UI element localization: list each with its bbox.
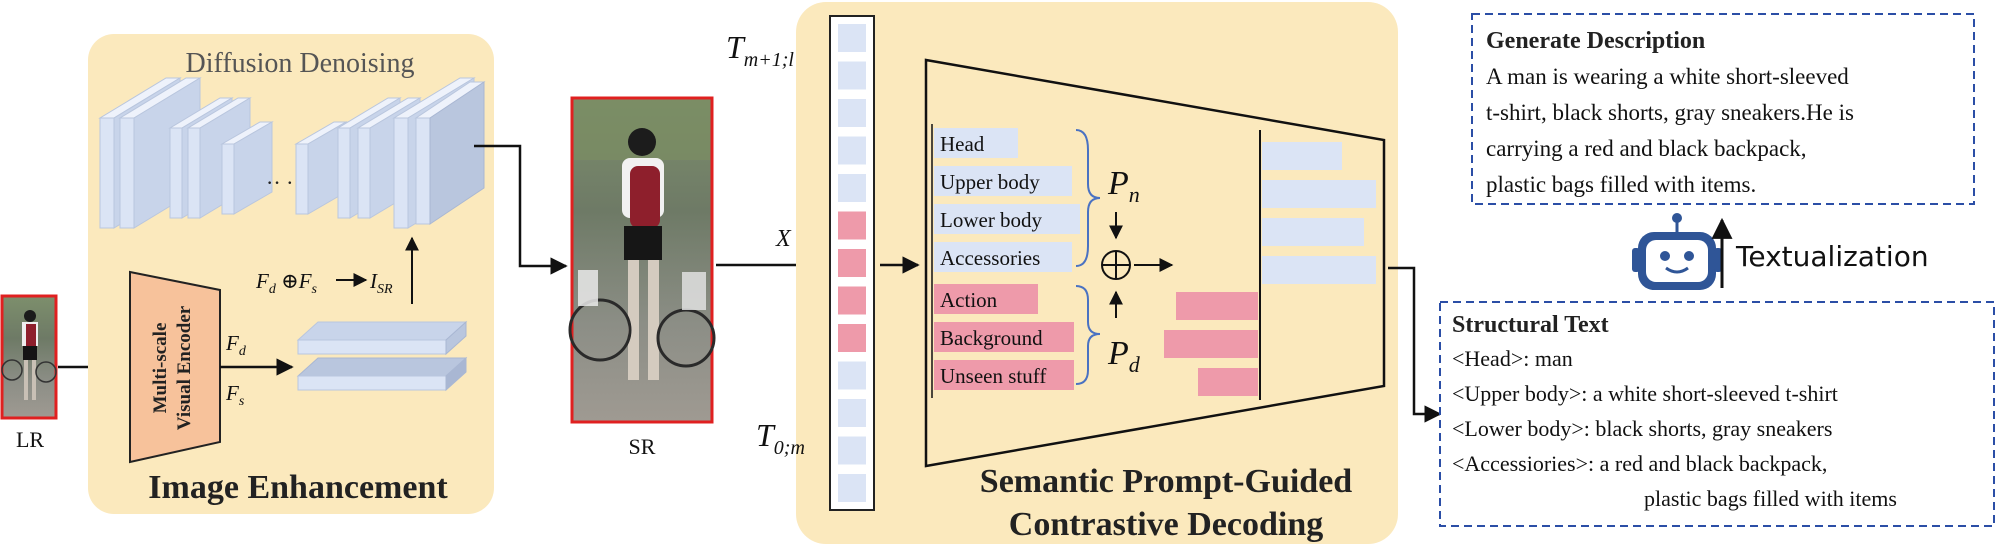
decoder-trapezoid xyxy=(924,58,1386,468)
prompt-item: Head xyxy=(940,132,985,156)
fd-label: Fd xyxy=(225,331,247,359)
decoding-title-line2: Contrastive Decoding xyxy=(1009,506,1323,543)
sr-label: SR xyxy=(629,434,656,459)
t-bottom-label: T0;m xyxy=(756,417,805,459)
token-cell xyxy=(838,249,866,277)
diffusion-denoising-title: Diffusion Denoising xyxy=(186,48,415,79)
token-cell xyxy=(838,211,866,240)
prompt-item-bg xyxy=(934,284,1038,314)
token-cell xyxy=(838,361,866,390)
ellipsis-dots: ·· · xyxy=(266,170,293,195)
fs-label: Fs xyxy=(225,381,245,409)
token-cell xyxy=(838,24,866,52)
sr-image xyxy=(568,96,716,424)
prompt-item: Upper body xyxy=(940,170,1040,194)
structural-line: plastic bags filled with items xyxy=(1644,486,1897,511)
arrow-to-structural-text xyxy=(1388,266,1442,423)
token-cell xyxy=(838,324,866,352)
prompt-item: Action xyxy=(940,288,998,312)
token-cells xyxy=(838,24,866,502)
description-line: t-shirt, black shorts, gray sneakers.He … xyxy=(1486,100,1854,125)
structural-line: <Accessiories>: a red and black backpack… xyxy=(1452,451,1827,476)
token-cell xyxy=(838,474,866,502)
description-lines: A man is wearing a white short-sleeved t-… xyxy=(1486,64,1854,197)
prompt-item-bg xyxy=(934,360,1074,390)
prompt-item: Accessories xyxy=(940,246,1040,270)
encoder-label-line2: Visual Encoder xyxy=(174,305,195,430)
multiscale-visual-encoder xyxy=(129,270,221,464)
t-top-label: Tm+1;l xyxy=(726,29,794,71)
image-enhancement-title: Image Enhancement xyxy=(148,469,448,506)
token-cell xyxy=(838,436,866,465)
structural-text-box xyxy=(1439,301,1995,527)
pn-label: Pn xyxy=(1107,165,1140,207)
token-cell xyxy=(838,174,866,202)
token-cell xyxy=(838,399,866,427)
arrow-diffusion-to-sr xyxy=(474,144,568,275)
prompt-item-bg xyxy=(934,322,1074,352)
pd-label: Pd xyxy=(1107,335,1141,377)
textualization-label: Textualization xyxy=(1735,240,1929,273)
encoder-label-line1: Multi-scale xyxy=(150,323,171,414)
token-cell xyxy=(838,136,866,165)
prompt-item-bg xyxy=(934,242,1072,272)
brace-pd xyxy=(1075,285,1101,385)
diffusion-blocks xyxy=(98,77,486,229)
isr-label: ISR xyxy=(369,269,393,297)
structural-line: <Lower body>: black shorts, gray sneaker… xyxy=(1452,416,1832,441)
output-bars xyxy=(1262,142,1376,284)
prompt-item: Unseen stuff xyxy=(940,364,1046,388)
description-line: carrying a red and black backpack, xyxy=(1486,136,1807,161)
token-cell xyxy=(838,286,866,315)
prompt-item-bg xyxy=(934,204,1080,234)
contrast-bars xyxy=(1164,292,1258,396)
prompt-item: Lower body xyxy=(940,208,1043,232)
feature-slabs xyxy=(296,320,468,392)
x-label: X xyxy=(775,226,792,252)
structural-line: <Upper body>: a white short-sleeved t-sh… xyxy=(1452,381,1838,406)
structural-text-title: Structural Text xyxy=(1452,312,1609,338)
prompt-item-bg xyxy=(934,128,1018,158)
token-cell xyxy=(838,99,866,127)
lr-label: LR xyxy=(16,427,44,452)
robot-icon xyxy=(1632,213,1722,290)
decoding-title-line1: Semantic Prompt-Guided xyxy=(980,463,1353,500)
structural-lines: <Head>: man <Upper body>: a white short-s… xyxy=(1452,346,1897,511)
structural-line: <Head>: man xyxy=(1452,346,1573,371)
brace-pn xyxy=(1075,129,1101,267)
description-line: A man is wearing a white short-sleeved xyxy=(1486,64,1849,89)
prompt-item: Background xyxy=(940,326,1043,350)
description-line: plastic bags filled with items. xyxy=(1486,172,1756,197)
lr-image xyxy=(0,294,58,420)
prompt-item-bg xyxy=(934,166,1072,196)
generate-description-box xyxy=(1471,13,1975,205)
token-cell xyxy=(838,61,866,90)
fusion-formula: Fd ⊕Fs xyxy=(255,269,318,297)
generate-description-title: Generate Description xyxy=(1486,28,1705,54)
